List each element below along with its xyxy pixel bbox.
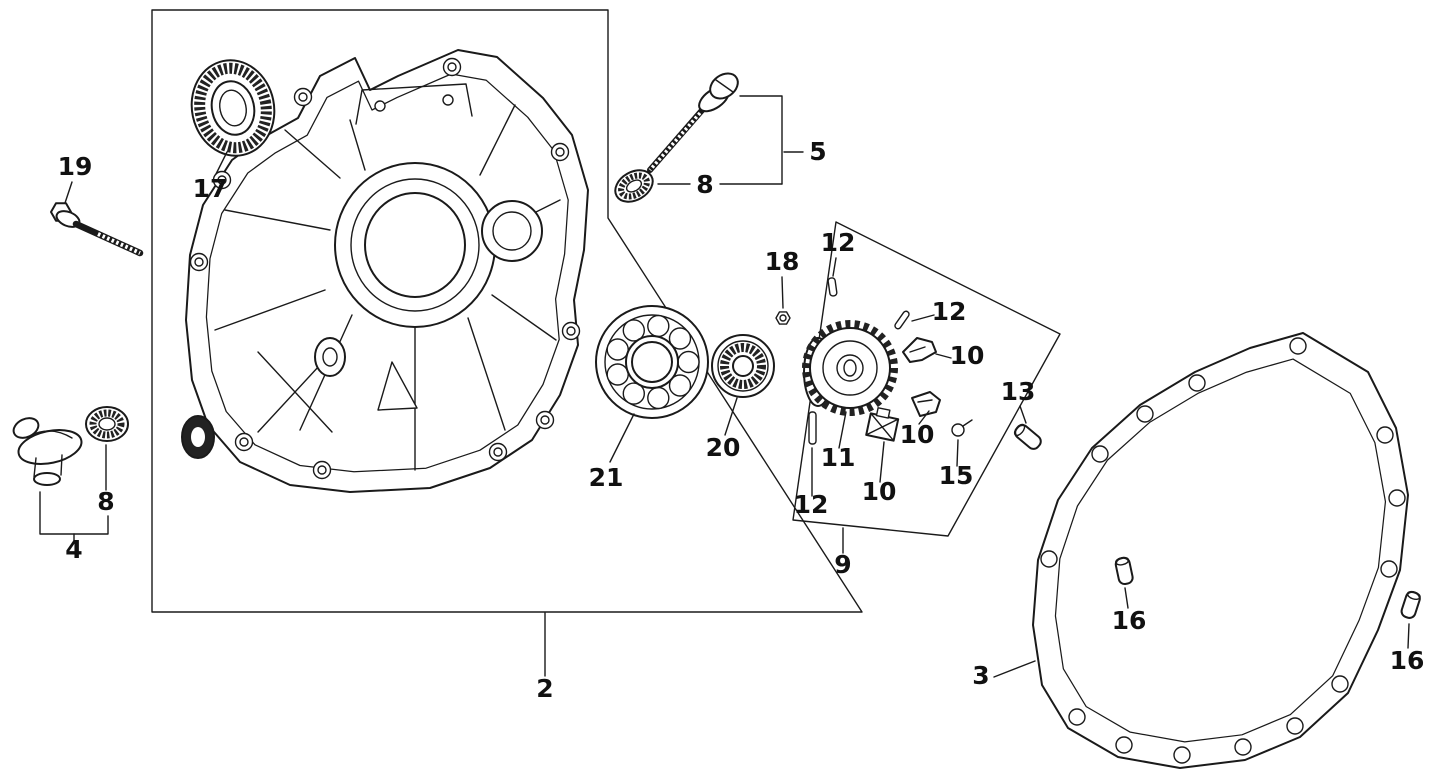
callout-5: 5 bbox=[809, 137, 826, 166]
cap-stem bbox=[33, 472, 61, 486]
callout-13: 13 bbox=[1001, 377, 1036, 406]
callout-17: 17 bbox=[193, 174, 228, 203]
part-3-gasket: 3 bbox=[972, 332, 1409, 769]
callout-12-right: 12 bbox=[932, 297, 967, 326]
part-13-pin: 13 bbox=[1001, 377, 1042, 450]
callout-10-right: 10 bbox=[950, 341, 985, 370]
part-4-filler-cap-group: 8 4 bbox=[12, 406, 129, 564]
governor-assembly: 12 12 10 10 10 11 12 15 bbox=[794, 228, 985, 519]
callout-9: 9 bbox=[834, 550, 851, 579]
callout-8-dipstick-seal: 8 bbox=[696, 170, 713, 199]
callout-10-mid: 10 bbox=[900, 420, 935, 449]
part-5-dipstick bbox=[647, 72, 739, 173]
cover-ribs bbox=[214, 104, 561, 471]
gasket-bolt-holes bbox=[1040, 337, 1406, 764]
callout-19: 19 bbox=[58, 152, 93, 181]
bracket-part-5: 5 8 bbox=[657, 95, 827, 199]
cover-secondary-bore bbox=[481, 200, 543, 262]
part-2-crankcase-cover bbox=[181, 49, 589, 493]
governor-slider bbox=[865, 407, 900, 442]
callout-2: 2 bbox=[536, 674, 553, 703]
flyweight-lower bbox=[911, 391, 941, 417]
part-8-dipstick-seal bbox=[614, 169, 654, 203]
callout-8-washer: 8 bbox=[97, 487, 114, 516]
boundary-box-part-2: 2 bbox=[151, 9, 863, 703]
bearing-balls bbox=[606, 314, 700, 410]
part-18-nut: 18 bbox=[765, 247, 800, 325]
boundary-box-part-9: 9 bbox=[792, 221, 1061, 579]
part-19-flange-bolt: 19 bbox=[50, 152, 144, 257]
part-16-dowel-pin-right: 16 bbox=[1390, 590, 1425, 675]
governor-clip bbox=[951, 423, 965, 437]
cover-main-bore bbox=[334, 162, 496, 328]
callout-15: 15 bbox=[939, 461, 974, 490]
callout-16-left: 16 bbox=[1112, 606, 1147, 635]
callout-10-bottom: 10 bbox=[862, 477, 897, 506]
callout-20: 20 bbox=[706, 433, 741, 462]
callout-18: 18 bbox=[765, 247, 800, 276]
part-16-dowel-pin-left: 16 bbox=[1112, 556, 1147, 635]
part-8-washer: 8 bbox=[85, 406, 129, 516]
part-17-oil-seal: 17 bbox=[190, 59, 276, 203]
flyweight-upper bbox=[902, 337, 937, 363]
callout-12-bottom: 12 bbox=[794, 490, 829, 519]
callout-4: 4 bbox=[65, 535, 82, 564]
callout-11: 11 bbox=[821, 443, 856, 472]
governor-pin-right bbox=[894, 310, 910, 330]
part-20-bearing: 20 bbox=[706, 334, 775, 462]
callout-21: 21 bbox=[589, 463, 624, 492]
callout-3: 3 bbox=[972, 661, 989, 690]
part-21-ball-bearing: 21 bbox=[589, 305, 709, 492]
governor-pin-bottom bbox=[808, 411, 817, 445]
callout-16-right: 16 bbox=[1390, 646, 1425, 675]
cover-bolt-holes bbox=[189, 57, 581, 480]
governor-gear-teeth bbox=[802, 320, 898, 416]
callout-12-top: 12 bbox=[821, 228, 856, 257]
governor-pin-top bbox=[827, 277, 838, 297]
